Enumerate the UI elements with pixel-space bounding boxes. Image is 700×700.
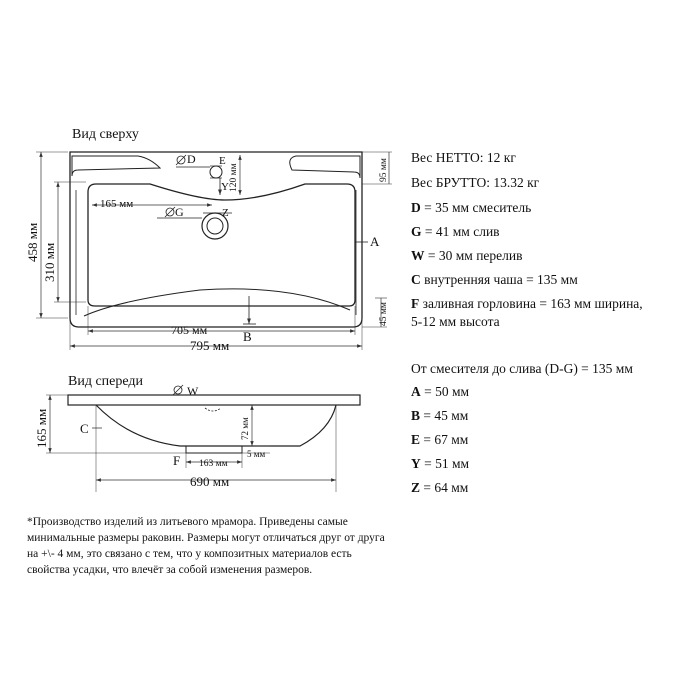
- dim-faucet-offset: 165 мм: [100, 198, 133, 210]
- dim-inner-width: 705 мм: [171, 323, 208, 337]
- label-C: C: [80, 421, 89, 436]
- dim-inner-depth: 310 мм: [42, 243, 57, 282]
- footnote: *Производство изделий из литьевого мрамо…: [27, 514, 447, 578]
- dim-overall-depth: 458 мм: [25, 223, 40, 262]
- front-view-title: Вид спереди: [68, 374, 144, 389]
- spec-distance: От смесителя до слива (D-G) = 135 мм: [411, 361, 633, 376]
- top-view: Вид сверху D E Y G Z: [25, 127, 392, 353]
- top-back-ledge-right: [289, 155, 361, 179]
- dim-bottom-width: 690 мм: [190, 474, 229, 489]
- label-G: G: [175, 205, 184, 219]
- dim-bowl-depth: 72 мм: [240, 417, 250, 440]
- footnote-line: *Производство изделий из литьевого мрамо…: [27, 516, 348, 528]
- spec-param-C: C внутренняя чаша = 135 мм: [411, 272, 578, 287]
- faucet-hole-icon: [209, 165, 223, 179]
- top-inner-bowl: [87, 183, 356, 307]
- spec-weight-net: Вес НЕТТО: 12 кг: [411, 150, 516, 165]
- spec-dim-Y: Y = 51 мм: [411, 456, 470, 471]
- spec-dim-E: E = 67 мм: [411, 432, 469, 447]
- spec-param-D: D = 35 мм смеситель: [411, 200, 532, 215]
- dim-neck-width: 163 мм: [199, 459, 228, 469]
- dim-overall-width: 795 мм: [190, 338, 229, 353]
- front-slab: [67, 394, 361, 406]
- label-E: E: [219, 155, 226, 167]
- label-B: B: [243, 329, 252, 344]
- dim-front-rim: 45 мм: [379, 302, 389, 326]
- spec-param-F: F заливная горловина = 163 мм ширина,: [411, 296, 643, 311]
- label-W: W: [187, 384, 199, 398]
- spec-dim-Z: Z = 64 мм: [411, 480, 469, 495]
- spec-param-F-cont: 5-12 мм высота: [411, 314, 500, 329]
- footnote-line: на +\- 4 мм, это связано с тем, что у ко…: [27, 548, 352, 560]
- front-view: Вид спереди W 72 мм 165 мм C F 163 мм 5: [34, 374, 361, 492]
- footnote-line: минимальные размеры раковин. Размеры мог…: [27, 532, 385, 544]
- label-F: F: [173, 453, 180, 468]
- label-Y: Y: [221, 181, 229, 193]
- drain-inner-icon: [206, 217, 224, 235]
- dim-neck-height: 5 мм: [247, 449, 265, 459]
- dim-front-height: 165 мм: [34, 409, 49, 448]
- front-drain-neck: [185, 445, 243, 454]
- dim-faucet-depth: 120 мм: [229, 163, 239, 192]
- dim-back-rim: 95 мм: [379, 158, 389, 182]
- spec-weight-gross: Вес БРУТТО: 13.32 кг: [411, 175, 540, 190]
- label-A: A: [370, 234, 380, 249]
- label-D: D: [187, 152, 196, 166]
- spec-dim-B: B = 45 мм: [411, 408, 469, 423]
- spec-dim-A: A = 50 мм: [411, 384, 470, 399]
- top-back-ledge-left: [71, 155, 162, 177]
- top-view-title: Вид сверху: [72, 127, 139, 142]
- top-front-curve: [83, 288, 351, 317]
- spec-param-W: W = 30 мм перелив: [411, 248, 523, 263]
- spec-param-G: G = 41 мм слив: [411, 224, 500, 239]
- footnote-line: свойства усадки, что влечёт за собой изм…: [27, 564, 313, 576]
- front-bowl: [95, 404, 337, 447]
